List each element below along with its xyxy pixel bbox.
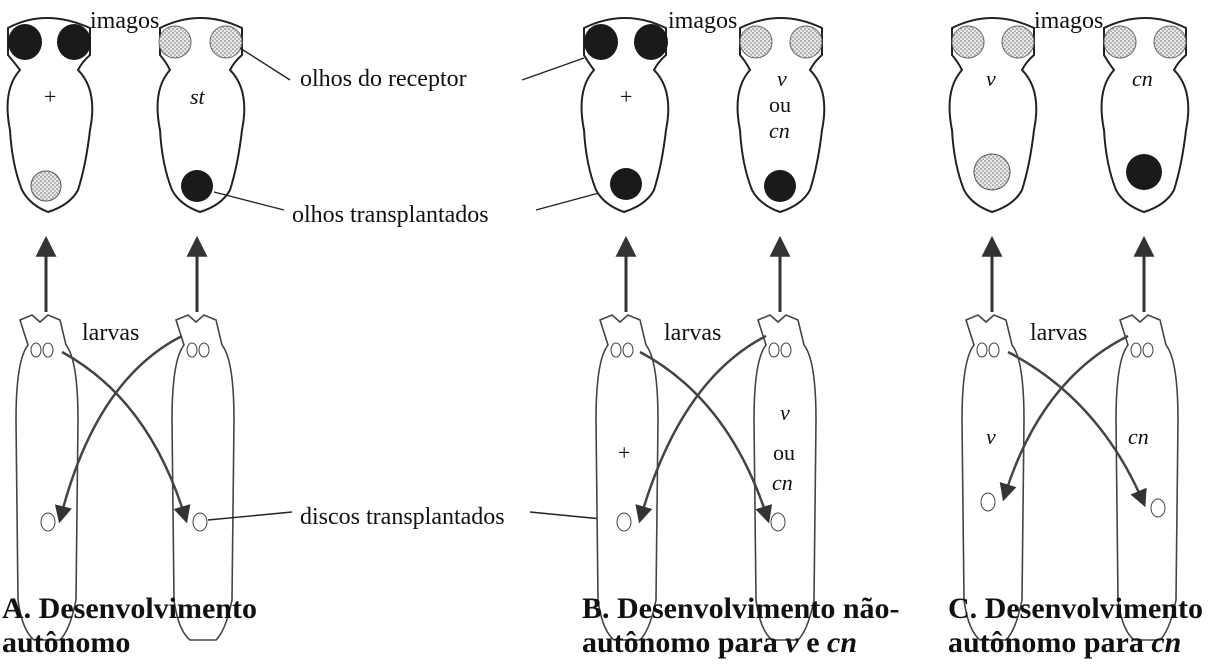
transplanted-eye [610, 168, 642, 200]
shared-labels: olhos do receptor olhos transplantados d… [208, 48, 612, 530]
genotype-label: v [986, 66, 996, 91]
genotype-label: ou [769, 92, 791, 117]
label-discos-transplantados: discos transplantados [300, 504, 505, 530]
genotype-label: ou [773, 440, 795, 465]
adult-a-st: st [158, 18, 245, 212]
panel-a: + st imagos larvas [8, 8, 245, 640]
transplant-arrow [62, 352, 186, 520]
transplanted-eye [181, 170, 213, 202]
receptor-eye-right [790, 26, 822, 58]
panel-b: + v ou cn + v ou cn [582, 8, 825, 640]
receptor-eye-right [1002, 26, 1034, 58]
caption-c: C. Desenvolvimento autônomo para cn [948, 592, 1203, 660]
caption-a-line2: autônomo [2, 626, 257, 660]
label-imagos: imagos [668, 8, 737, 34]
receptor-eye-left [584, 24, 618, 60]
genotype-label: + [44, 84, 56, 109]
receptor-eye-right [634, 24, 668, 60]
caption-b-line2: autônomo para v e cn [582, 626, 900, 660]
caption-a-line1: A. Desenvolvimento [2, 592, 257, 626]
pointer-line [214, 192, 284, 210]
caption-c-prefix: autônomo para [948, 626, 1151, 659]
adult-b-wild: + [582, 18, 669, 212]
caption-b-e: e [799, 626, 827, 659]
adult-b-v-or-cn: v ou cn [738, 18, 825, 212]
genotype-label: v [777, 66, 787, 91]
genotype-label: cn [769, 118, 790, 143]
label-imagos: imagos [1034, 8, 1103, 34]
caption-b-line1: B. Desenvolvimento não- [582, 592, 900, 626]
caption-b-prefix: autônomo para [582, 626, 785, 659]
genotype-label: cn [1132, 66, 1153, 91]
receptor-eye-left [159, 26, 191, 58]
genotype-label: v [780, 400, 790, 425]
caption-b-v: v [785, 626, 798, 659]
genotype-label: + [618, 440, 630, 465]
transplanted-eye [764, 170, 796, 202]
caption-b-cn: cn [827, 626, 857, 659]
receptor-eye-left [1104, 26, 1136, 58]
receptor-eye-left [8, 24, 42, 60]
adult-c-cn: cn [1102, 18, 1189, 212]
label-larvas: larvas [82, 320, 139, 346]
label-imagos: imagos [90, 8, 159, 34]
receptor-eye-left [952, 26, 984, 58]
label-olhos-transplantados: olhos transplantados [292, 202, 489, 228]
label-larvas: larvas [1030, 320, 1087, 346]
transplant-arrow [640, 352, 768, 520]
adult-a-wild: + [8, 18, 93, 212]
caption-c-line2: autônomo para cn [948, 626, 1203, 660]
caption-b: B. Desenvolvimento não- autônomo para v … [582, 592, 900, 660]
pointer-line [240, 48, 290, 80]
adult-c-v: v [950, 18, 1037, 212]
caption-c-cn: cn [1151, 626, 1181, 659]
genotype-label: v [986, 424, 996, 449]
transplanted-eye [31, 171, 61, 201]
pointer-line [522, 58, 584, 80]
genotype-label: cn [772, 470, 793, 495]
receptor-eye-right [1154, 26, 1186, 58]
transplanted-eye [1126, 154, 1162, 190]
genotype-label: cn [1128, 424, 1149, 449]
caption-a: A. Desenvolvimento autônomo [2, 592, 257, 660]
label-olhos-receptor: olhos do receptor [300, 66, 467, 92]
receptor-eye-left [740, 26, 772, 58]
transplanted-eye [974, 154, 1010, 190]
genotype-label: st [190, 84, 206, 109]
receptor-eye-right [210, 26, 242, 58]
panel-c: v cn v cn imagos larvas [950, 8, 1189, 640]
caption-c-line1: C. Desenvolvimento [948, 592, 1203, 626]
receptor-eye-right [57, 24, 91, 60]
label-larvas: larvas [664, 320, 721, 346]
genotype-label: + [620, 84, 632, 109]
